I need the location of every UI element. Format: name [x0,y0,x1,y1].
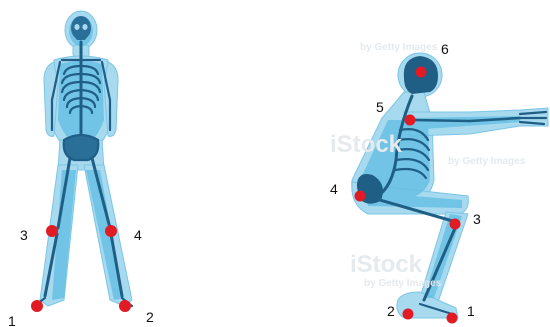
side-marker-4 [355,191,366,202]
side-marker-6 [416,67,427,78]
front-figure [34,11,132,306]
side-label-3: 3 [473,211,481,227]
watermark-brand-2: iStock [350,251,423,278]
front-marker-3 [46,225,58,237]
side-label-2: 2 [387,303,395,319]
side-label-4: 4 [330,181,338,197]
front-marker-1 [31,300,43,312]
side-marker-3 [450,219,461,230]
front-marker-2 [119,300,131,312]
front-labels: 1 2 3 4 [8,227,154,327]
side-label-6: 6 [441,41,449,57]
side-marker-5 [405,115,416,126]
front-label-1: 1 [8,313,16,327]
side-marker-2 [403,309,414,320]
front-marker-4 [105,225,117,237]
side-label-1: 1 [467,303,475,319]
watermark-credit-2: by Getty Images [364,278,442,289]
watermark-credit: by Getty Images [448,156,526,167]
watermark-credit-3: by Getty Images [360,42,438,53]
side-marker-1 [447,313,458,324]
side-label-5: 5 [376,99,384,115]
front-label-4: 4 [134,227,142,243]
front-label-3: 3 [20,227,28,243]
watermark-brand: iStock [330,131,403,158]
front-label-2: 2 [146,309,154,325]
